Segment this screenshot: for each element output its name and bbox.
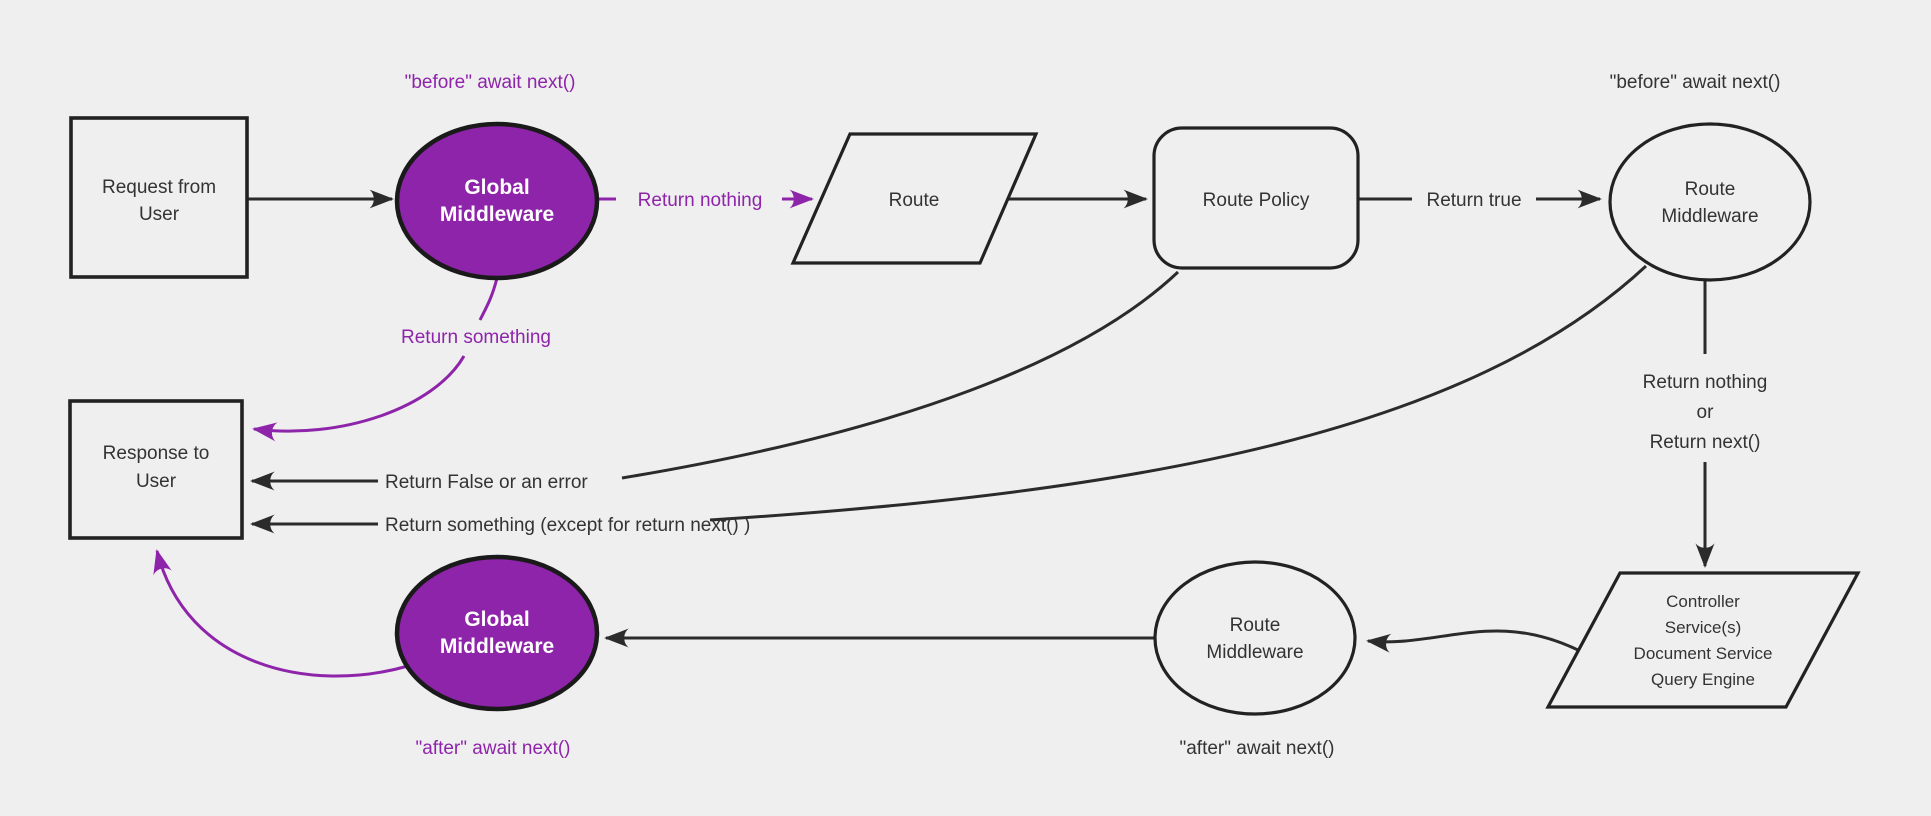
route-node (790, 132, 1039, 265)
route-middleware-bottom-label-line1: Route (1230, 615, 1281, 636)
after-await-next-right-annotation: "after" await next() (1180, 738, 1335, 759)
route-middleware-bottom-label-line2: Middleware (1206, 642, 1303, 663)
route-middleware-top-node (1608, 122, 1812, 282)
before-await-next-right-annotation: "before" await next() (1610, 72, 1781, 93)
request-from-user-label-line1: Request from (102, 177, 216, 198)
route-policy-node (1152, 126, 1360, 270)
return-something-except-edge-label: Return something (except for return next… (385, 515, 750, 536)
return-true-edge-label: Return true (1426, 190, 1521, 211)
global-middleware-bottom-node (394, 554, 600, 712)
controller-services-label-line2: Service(s) (1665, 618, 1742, 637)
request-from-user-label-line2: User (139, 204, 180, 225)
global-middleware-bottom-label-line2: Middleware (440, 635, 554, 658)
route-middleware-top-label-line2: Middleware (1661, 206, 1758, 227)
route-middleware-top-label-line1: Route (1685, 179, 1736, 200)
return-something-edge-label: Return something (401, 327, 551, 348)
global-middleware-top-node (394, 121, 600, 281)
return-false-or-error-edge-label: Return False or an error (385, 472, 588, 493)
response-to-user-label-line1: Response to (103, 443, 210, 464)
return-nothing-edge-label: Return nothing (638, 190, 763, 211)
edge-route-policy-return-false-curve (621, 270, 1180, 480)
controller-services-node (1545, 571, 1861, 709)
edge-global-middleware-return-something-stub (478, 277, 499, 321)
global-middleware-top-label-line2: Middleware (440, 203, 554, 226)
global-middleware-top-label-line1: Global (464, 176, 529, 199)
return-nothing-or-edge-label-line1: Return nothing (1643, 372, 1768, 393)
controller-services-label-line4: Query Engine (1651, 670, 1755, 689)
response-to-user-node (68, 399, 244, 540)
request-from-user-node (69, 116, 249, 279)
return-nothing-or-edge-label-line3: Return next() (1650, 432, 1761, 453)
controller-services-label-line1: Controller (1666, 592, 1740, 611)
before-await-next-left-annotation: "before" await next() (405, 72, 576, 93)
edge-route-middleware-return-something-curve (709, 264, 1648, 522)
response-to-user-label-line2: User (136, 471, 177, 492)
route-policy-label: Route Policy (1203, 190, 1310, 211)
route-label: Route (889, 190, 940, 211)
edge-return-something-to-response (252, 355, 466, 442)
after-await-next-left-annotation: "after" await next() (416, 738, 571, 759)
global-middleware-bottom-label-line1: Global (464, 608, 529, 631)
route-middleware-bottom-node (1153, 560, 1357, 716)
edge-controller-to-route-middleware-bottom (1366, 629, 1583, 654)
controller-services-label-line3: Document Service (1634, 644, 1773, 663)
edge-global-middleware-bottom-to-response (153, 549, 409, 678)
return-nothing-or-edge-label-line2: or (1697, 402, 1715, 423)
